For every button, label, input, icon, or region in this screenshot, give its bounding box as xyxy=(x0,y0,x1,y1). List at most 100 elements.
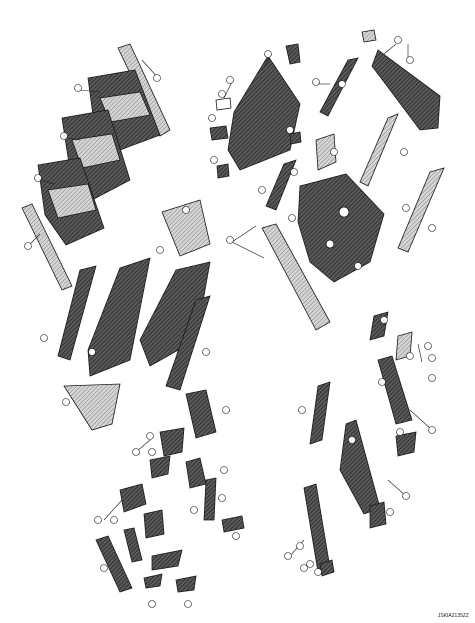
callout-c10 xyxy=(312,78,320,86)
rear-bracket-e xyxy=(221,515,245,533)
callout-c54 xyxy=(306,560,314,568)
rocker-reinforcement-right xyxy=(397,167,445,253)
callout-c40 xyxy=(100,564,108,572)
pillar-bracket-top xyxy=(369,311,389,341)
floor-side-member-center xyxy=(87,257,151,377)
callout-c37 xyxy=(232,532,240,540)
rear-pillar-outer xyxy=(339,419,381,515)
callout-c52 xyxy=(300,564,308,572)
callout-c9 xyxy=(406,56,414,64)
callout-c27 xyxy=(156,246,164,254)
callout-c55 xyxy=(378,378,386,386)
callout-c26 xyxy=(202,348,210,356)
front-floor-panel-group xyxy=(209,43,302,179)
rear-bracket-h xyxy=(123,527,143,563)
callout-c36 xyxy=(190,506,198,514)
callout-c32 xyxy=(148,448,156,456)
callout-c8 xyxy=(394,36,402,44)
callout-c35 xyxy=(218,494,226,502)
callout-c57 xyxy=(396,428,404,436)
callout-markers xyxy=(24,36,436,608)
front-side-member xyxy=(261,223,331,331)
rear-bracket-d xyxy=(203,477,217,521)
leader-lines xyxy=(29,43,433,557)
floor-bracket-small-4 xyxy=(216,163,230,179)
callout-c3 xyxy=(60,132,68,140)
callout-c47 xyxy=(428,374,436,382)
callout-c34 xyxy=(220,466,228,474)
cowl-bracket xyxy=(315,133,337,171)
callout-c59 xyxy=(296,542,304,550)
rear-bracket-i xyxy=(95,535,133,593)
callout-c58 xyxy=(348,436,356,444)
floor-side-member-left xyxy=(57,265,97,361)
dash-panel-group xyxy=(261,159,385,331)
callout-c28 xyxy=(182,206,190,214)
callout-c14 xyxy=(286,126,294,134)
callout-c21 xyxy=(354,262,362,270)
floor-bracket-small-5 xyxy=(289,131,302,145)
callout-c56 xyxy=(406,352,414,360)
rear-bracket-f xyxy=(119,483,147,513)
rear-bracket-k xyxy=(143,573,163,589)
callout-c33 xyxy=(132,448,140,456)
callout-c42 xyxy=(184,600,192,608)
front-rail-inner xyxy=(319,57,359,117)
callout-c20 xyxy=(288,214,296,222)
rocker-outer-lower xyxy=(303,483,331,573)
callout-c19 xyxy=(226,236,234,244)
front-rail-bracket xyxy=(361,29,377,43)
rear-bracket-l xyxy=(175,575,197,593)
callout-c18 xyxy=(258,186,266,194)
floor-tunnel-bracket xyxy=(161,199,211,257)
callout-c17 xyxy=(290,168,298,176)
upper-right-rail-group xyxy=(315,29,445,253)
figure-reference-code: JSKIA2135ZZ xyxy=(437,613,469,619)
callout-c2 xyxy=(74,84,82,92)
seat-crossmember xyxy=(165,295,211,391)
dash-lower-panel xyxy=(297,173,385,283)
callout-c7 xyxy=(264,50,272,58)
rear-bracket-g xyxy=(143,509,165,539)
rear-pillar-bracket xyxy=(369,501,387,529)
rear-floor-panel-group xyxy=(21,43,171,291)
rear-bracket-b xyxy=(149,455,171,479)
callout-c16 xyxy=(330,148,338,156)
rear-bracket-a xyxy=(159,427,185,457)
front-floor-pan xyxy=(227,55,301,171)
callout-c24 xyxy=(40,334,48,342)
rear-bumper-bracket xyxy=(63,383,121,431)
callout-c6 xyxy=(226,76,234,84)
rear-bracket-c xyxy=(185,457,207,489)
rear-floor-crossmember-lower xyxy=(47,183,97,219)
callout-c38 xyxy=(94,516,102,524)
callout-c60 xyxy=(428,224,436,232)
lower-pillar-bracket xyxy=(395,431,417,457)
dash-panel-hole-1 xyxy=(338,206,350,218)
floor-side-member-group xyxy=(57,199,211,391)
callout-c1 xyxy=(153,74,161,82)
callout-c43 xyxy=(298,406,306,414)
center-pillar-reinforcement xyxy=(309,381,331,445)
side-member-bracket xyxy=(265,159,297,211)
callout-c51 xyxy=(284,552,292,560)
lower-left-bracket-group xyxy=(63,383,245,593)
callout-c11 xyxy=(218,90,226,98)
lower-right-pillar-group xyxy=(303,311,417,577)
floor-bracket-small-3 xyxy=(209,125,229,141)
callout-c30 xyxy=(222,406,230,414)
callout-c49 xyxy=(402,492,410,500)
callout-c39 xyxy=(110,516,118,524)
callout-c13 xyxy=(210,156,218,164)
callout-c22 xyxy=(402,204,410,212)
floor-bracket-small-1 xyxy=(285,43,301,65)
callout-c41 xyxy=(148,600,156,608)
rear-bracket-j xyxy=(151,549,183,571)
front-rail-outer xyxy=(371,49,441,131)
callout-c12 xyxy=(208,114,216,122)
callout-c4 xyxy=(34,174,42,182)
callout-c5 xyxy=(24,242,32,250)
callout-c45 xyxy=(424,342,432,350)
callout-c25 xyxy=(88,348,96,356)
